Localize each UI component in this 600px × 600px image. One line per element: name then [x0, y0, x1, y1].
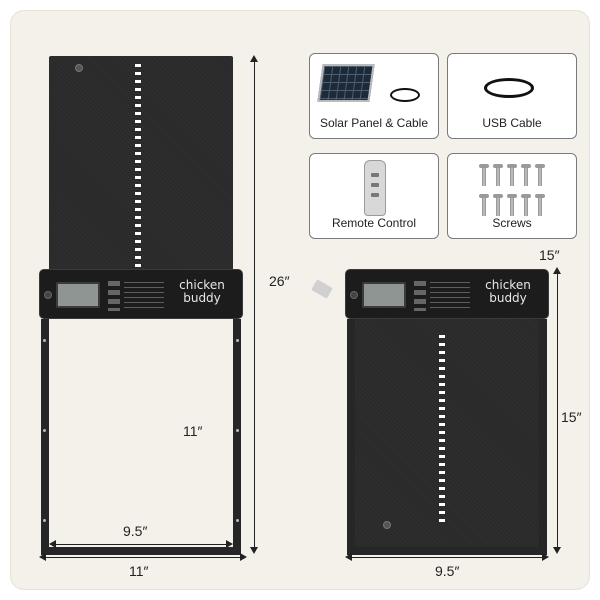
accessory-label: Screws	[492, 216, 532, 230]
door-panel-raised	[49, 56, 233, 276]
brand-line1: chicken	[179, 278, 225, 292]
accessory-card-remote: Remote Control	[309, 153, 439, 239]
dim-label-inner-width: 9.5″	[123, 523, 148, 539]
control-button-labels	[430, 282, 470, 310]
arrow-left	[39, 553, 46, 561]
brand-line2: buddy	[489, 291, 527, 305]
brand-line1: chicken	[485, 278, 531, 292]
light-dot-strip	[439, 335, 445, 525]
arrow-left	[345, 553, 352, 561]
product-image-frame: chicken buddy 26″ 11″ 9.5″ 11″ 15″ chick…	[10, 10, 590, 590]
brand-logo: chicken buddy	[478, 279, 538, 305]
power-button	[44, 291, 52, 299]
dim-label-inner-height: 11″	[183, 423, 203, 439]
small-chip	[311, 279, 333, 299]
dim-label-26: 26″	[269, 273, 290, 289]
lcd-screen	[56, 282, 100, 308]
arrow-right	[226, 540, 233, 548]
control-buttons	[108, 281, 120, 311]
frame-hole	[43, 339, 46, 342]
dim-line-outer-width	[43, 557, 243, 558]
frame-hole	[43, 519, 46, 522]
arrow-down	[250, 547, 258, 554]
arrow-up	[250, 55, 258, 62]
cable-loop	[390, 88, 420, 102]
dim-line-inner-width	[53, 544, 229, 545]
dim-line-right-15	[557, 273, 558, 549]
arrow-down	[553, 547, 561, 554]
dim-line-26	[254, 61, 255, 549]
dim-line-right-width	[349, 557, 545, 558]
brand-line2: buddy	[183, 291, 221, 305]
frame-hole	[236, 519, 239, 522]
arrow-right	[240, 553, 247, 561]
dim-label-top-15: 15″	[539, 247, 560, 263]
remote-control-icon	[364, 160, 386, 216]
dim-label-right-width: 9.5″	[435, 563, 460, 579]
frame-hole	[43, 429, 46, 432]
accessory-card-usb: USB Cable	[447, 53, 577, 139]
brand-logo: chicken buddy	[172, 279, 232, 305]
accessory-card-screws: Screws	[447, 153, 577, 239]
frame-hole	[236, 339, 239, 342]
frame-hole	[236, 429, 239, 432]
door-frame-closed	[347, 319, 547, 555]
door-panel-closed	[355, 319, 539, 547]
light-dot-strip	[135, 64, 141, 269]
power-button	[350, 291, 358, 299]
dim-label-outer-width: 11″	[129, 563, 149, 579]
control-box-right: chicken buddy	[345, 269, 549, 319]
control-box-left: chicken buddy	[39, 269, 243, 319]
solar-panel-icon	[317, 64, 375, 102]
accessory-label: Remote Control	[331, 216, 417, 230]
lcd-screen	[362, 282, 406, 308]
usb-cable-icon	[484, 78, 534, 98]
screw-dot	[75, 64, 83, 72]
arrow-right	[542, 553, 549, 561]
accessory-label: Solar Panel & Cable	[319, 116, 429, 130]
dim-label-right-15: 15″	[561, 409, 582, 425]
screw-dot	[383, 521, 391, 529]
control-buttons	[414, 281, 426, 311]
accessory-card-solar: Solar Panel & Cable	[309, 53, 439, 139]
arrow-up	[553, 267, 561, 274]
arrow-left	[49, 540, 56, 548]
accessory-label: USB Cable	[482, 116, 542, 130]
door-frame-open	[41, 319, 241, 555]
screws-icon	[478, 162, 548, 218]
control-button-labels	[124, 282, 164, 310]
